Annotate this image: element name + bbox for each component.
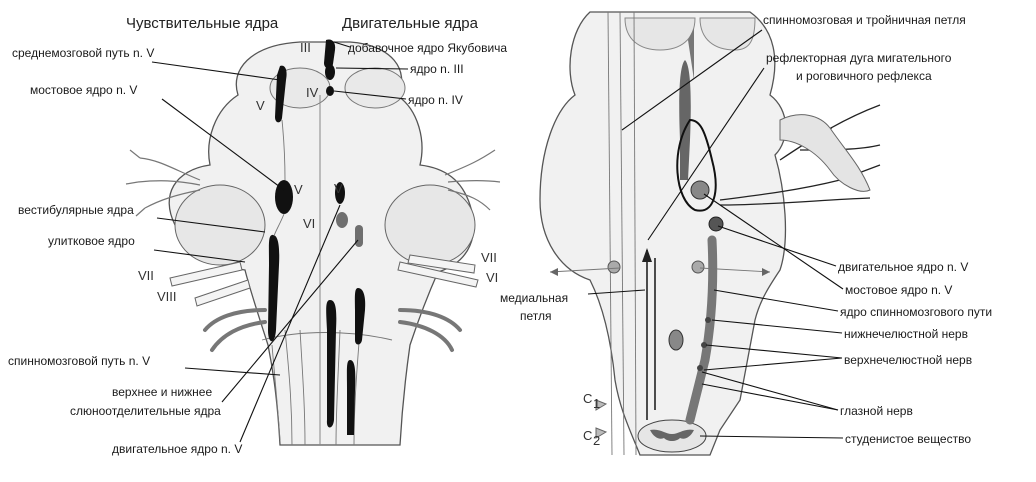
label-vestibular-nuclei: вестибулярные ядра <box>18 203 134 217</box>
label-yakubovich-nucleus: добавочное ядро Якубовича <box>348 41 507 55</box>
yakubovich-nucleus <box>324 39 336 69</box>
roman-VIII-left: VIII <box>157 289 177 304</box>
hypoglossal-nucleus <box>354 288 366 345</box>
left-brainstem-outline <box>168 41 475 446</box>
lateral-nucleus-left <box>607 260 621 274</box>
gray-matter-butterfly <box>650 429 694 441</box>
roman-V-right: V <box>334 181 343 196</box>
pontine-nucleus-v <box>275 180 293 214</box>
label-spinal-tract: спинномозговой путь n. V <box>8 354 150 368</box>
header-motor-nuclei: Двигательные ядра <box>342 15 479 32</box>
right-brainstem-diagram: спинномозговая и тройничная петля рефлек… <box>500 11 992 456</box>
central-column <box>679 60 691 180</box>
label-C1-sub: 1 <box>593 396 600 411</box>
roman-V-top: V <box>256 98 265 113</box>
trochlear-nucleus <box>326 86 334 96</box>
label-motor-nucleus-left: двигательное ядро n. V <box>112 442 242 456</box>
pontine-nucleus-circle <box>690 180 710 200</box>
header-sensory-nuclei: Чувствительные ядра <box>126 15 279 32</box>
label-nucleus-IV: ядро n. IV <box>408 93 463 107</box>
label-mandibular-nerve: нижнечелюстной нерв <box>844 327 968 341</box>
spinal-trigeminal-tract <box>685 235 718 425</box>
roman-VI-mid: VI <box>303 216 315 231</box>
oculomotor-nucleus <box>325 64 335 80</box>
label-ophthalmic-nerve: глазной нерв <box>840 404 913 418</box>
label-C2: C <box>583 428 592 443</box>
label-medial-lemniscus-line1: медиальная <box>500 291 568 305</box>
roman-III: III <box>300 40 311 55</box>
label-spinal-tract-nucleus: ядро спинномозгового пути <box>840 305 992 319</box>
label-gelatinous-substance: студенистое вещество <box>845 432 971 446</box>
motor-nucleus-circle <box>708 216 724 232</box>
label-cochlear-nucleus: улитковое ядро <box>48 234 135 248</box>
facial-abducens-roots-right <box>397 254 479 288</box>
roman-IV: IV <box>306 85 319 100</box>
label-spinal-trigeminal-lemniscus: спинномозговая и тройничная петля <box>763 13 966 27</box>
solitary-column <box>346 360 356 435</box>
peduncle-left <box>174 184 266 266</box>
label-pontine-nucleus-right: мостовое ядро n. V <box>845 283 952 297</box>
lower-cranial-roots <box>203 308 462 352</box>
label-reflex-arc-line1: рефлекторная дуга мигательного <box>766 51 952 65</box>
lateral-nucleus-right <box>691 260 705 274</box>
salivatory-nucleus <box>355 225 363 247</box>
label-C2-sub: 2 <box>593 433 600 448</box>
roman-VII-left: VII <box>138 268 154 283</box>
label-medial-lemniscus-line2: петля <box>520 309 552 323</box>
ambiguus-nucleus <box>326 300 337 428</box>
spinal-nucleus-v <box>268 234 280 342</box>
label-salivatory-line1: верхнее и нижнее <box>112 385 212 399</box>
reflex-arc-loop <box>676 118 717 212</box>
label-salivatory-line2: слюноотделительные ядра <box>70 404 221 418</box>
left-brainstem-diagram: Чувствительные ядра Двигательные ядра II… <box>8 15 507 456</box>
peduncle-right <box>384 184 476 266</box>
roman-V-mid: V <box>294 182 303 197</box>
colliculi <box>624 17 696 51</box>
gasserian-small <box>668 329 684 351</box>
facial-vestibulocochlear-roots-left <box>169 261 251 307</box>
right-brainstem-outline <box>539 11 787 456</box>
label-motor-nucleus-right: двигательное ядро n. V <box>838 260 968 274</box>
trigeminal-root-right <box>444 149 501 211</box>
label-mesencephalic-tract: среднемозговой путь n. V <box>12 46 154 60</box>
superior-colliculus-right <box>344 67 406 109</box>
roman-VI-right: VI <box>486 270 498 285</box>
roman-VII-right: VII <box>481 250 497 265</box>
abducens-nucleus <box>336 212 348 228</box>
motor-nucleus-v <box>335 182 345 204</box>
label-C1: C <box>583 391 592 406</box>
label-pontine-nucleus-left: мостовое ядро n. V <box>30 83 137 97</box>
trigeminal-ganglion <box>779 114 871 192</box>
label-nucleus-III: ядро n. III <box>410 62 464 76</box>
label-reflex-arc-line2: и роговичного рефлекса <box>796 69 932 83</box>
trigeminal-root-left <box>125 149 201 217</box>
label-maxillary-nerve: верхнечелюстной нерв <box>844 353 972 367</box>
